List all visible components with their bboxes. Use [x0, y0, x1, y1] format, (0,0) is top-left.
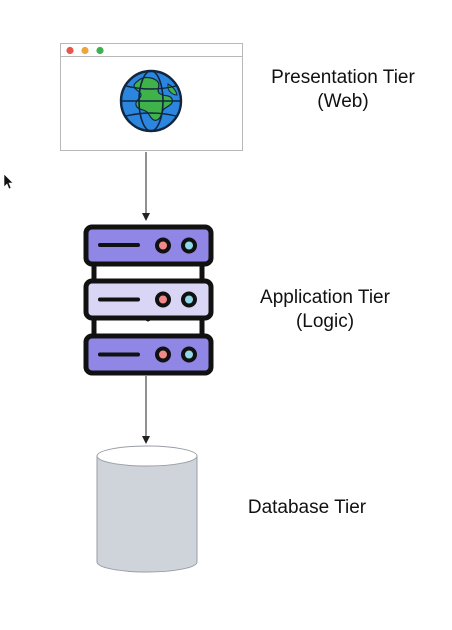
application-tier-title: Application Tier — [260, 287, 390, 308]
database-cylinder-icon — [96, 445, 198, 573]
database-tier-label: Database Tier — [222, 496, 392, 520]
presentation-tier-label: Presentation Tier (Web) — [254, 66, 432, 114]
application-tier-subtitle: (Logic) — [295, 311, 355, 332]
server-unit-middle — [83, 278, 214, 321]
server-rack-icon — [83, 224, 214, 376]
presentation-tier-title: Presentation Tier — [271, 67, 415, 88]
browser-minimize-dot — [81, 46, 89, 55]
browser-close-dot — [66, 46, 74, 55]
presentation-tier-subtitle: (Web) — [317, 91, 369, 112]
database-tier-title: Database Tier — [247, 497, 367, 518]
globe-icon — [119, 69, 183, 133]
mouse-pointer-icon — [3, 173, 14, 190]
browser-maximize-dot — [96, 46, 104, 55]
application-tier-label: Application Tier (Logic) — [236, 286, 414, 334]
server-unit-bottom — [83, 333, 214, 376]
server-unit-top — [83, 224, 214, 267]
